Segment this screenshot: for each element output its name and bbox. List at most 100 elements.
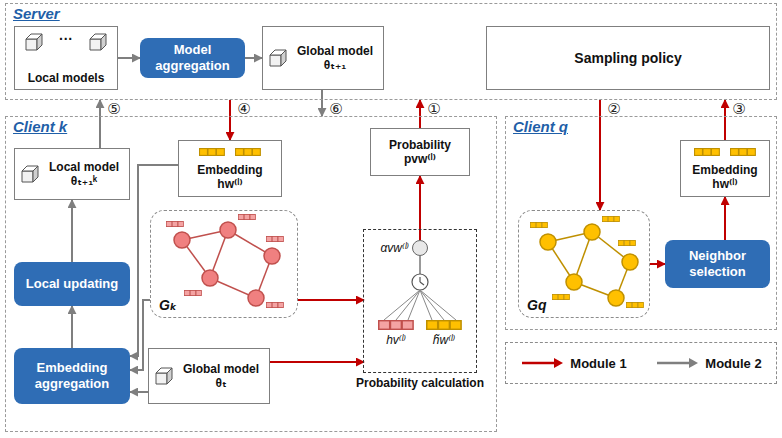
node-label: Local updating [26,276,118,292]
step-number: ① [426,101,441,116]
connector-arrow [419,100,421,128]
vertex-feature [530,216,643,307]
legend-label: Module 1 [570,356,626,371]
vertex-feature [266,236,283,241]
legend-label: Module 2 [705,356,761,371]
vertex-feature [238,214,255,219]
calculation-box: Probability calculationαvw⁽ˡ⁾hv⁽ˡ⁾h̃w⁽ˡ⁾ [364,230,476,372]
connector-arrow [71,200,73,262]
graph-vertex [584,224,600,240]
embedding-vector [200,149,756,156]
legend-arrowhead [554,358,563,368]
global-model-box: Global model θₜ [148,348,270,404]
vertex-feature [530,222,547,227]
model-cube [26,34,42,50]
node-caption: hv⁽ˡ⁾ [386,333,406,347]
graph-vertex [608,290,624,306]
selection-box: Neighbor selection [665,240,770,288]
attention-unit [396,290,420,320]
vertex-feature [166,221,183,226]
node-label: Embedding hw⁽ˡ⁾ [185,163,275,192]
connector-arrow [419,176,421,230]
node-caption: Client k [13,118,67,136]
graph-box: Gq [518,210,650,318]
step-number: ③ [731,101,746,116]
embedding-vector [731,149,756,156]
local-model-box: Local model θₜ₊₁ᵏ [14,148,130,200]
node-label: Sampling policy [574,50,681,67]
graph-vertex [248,290,264,306]
embedding-box: Embedding hw⁽ˡ⁾ [680,140,770,197]
connector-arrow [118,57,140,59]
model-cube [90,34,106,50]
node-caption: ··· [59,31,73,48]
graph-edge [548,232,630,298]
connector-arrow [321,90,323,116]
attention-unit [427,321,461,330]
sampling-policy-box: Sampling policy [486,26,770,90]
node-caption: αvw⁽ˡ⁾ [380,241,409,255]
aggregation-box: Model aggregation [140,38,245,78]
legend-box: Module 1 Module 2 [505,342,777,384]
connector-arrow [724,197,726,240]
graph-vertex [174,232,190,248]
graph-vertex [622,254,638,270]
attention-unit [420,290,444,320]
model-cube [270,50,286,66]
probability-box: Probability pvw⁽ˡ⁾ [370,128,470,176]
aggregation-box: Embedding aggregation [14,348,130,404]
graph-vertex [566,274,582,290]
attention-unit [420,290,456,320]
node-caption: Gq [527,297,546,314]
model-cube [22,166,38,182]
connector-arrow [298,299,364,301]
attention-unit [379,321,413,330]
connector-arrow [99,100,101,148]
connector-arrow [724,100,726,140]
graph-vertex [220,222,236,238]
attention-unit [384,290,420,320]
connector-arrow [229,100,231,140]
node-caption: Server [13,5,60,23]
legend-line [657,362,689,365]
connector-arrow [71,306,73,348]
connector-arrow [599,100,601,210]
node-label: Probability pvw⁽ˡ⁾ [377,138,463,167]
node-label: Local models [28,71,105,85]
graph-vertex [540,234,556,250]
legend-item: Module 1 [520,356,626,371]
node-label: Neighbor selection [671,248,764,279]
attention-unit [419,256,420,274]
connector-arrow [130,300,150,370]
node-label: Global model θₜ₊₁ [293,44,377,73]
client-graph-q [530,216,643,307]
node-caption: Gₖ [159,297,177,314]
node-label: Model aggregation [146,42,239,73]
attention-unit [412,274,428,290]
global-model-box: Global model θₜ₊₁ [262,26,384,90]
step-number: ⑥ [328,101,343,116]
model-cube [22,34,286,384]
legend-sample [655,357,699,369]
server-region: Server ··· Local models Model aggregation Gl… [5,3,777,100]
node-label: Local model θₜ₊₁ᵏ [45,160,123,189]
local-models-box: ··· Local models [14,26,118,90]
node-caption: Client q [513,118,568,136]
embedding-vector [200,149,225,156]
step-number: ⑤ [106,101,121,116]
legend-item: Module 2 [655,356,761,371]
attention-unit [384,290,456,320]
vertex-feature [626,302,643,307]
graph-vertex [202,270,218,286]
connector-arrow [130,391,148,393]
attention-unit [408,290,420,320]
vertex-feature [552,294,569,299]
graph-edge [182,230,272,298]
client-graph-k [166,214,283,307]
attention-unit [420,277,424,285]
client-region: Client q Gq Neighbor selection Embedding hw… [505,116,777,330]
vertex-feature [166,214,283,307]
connector-arrow [650,263,665,265]
connector-arrow [270,361,364,363]
